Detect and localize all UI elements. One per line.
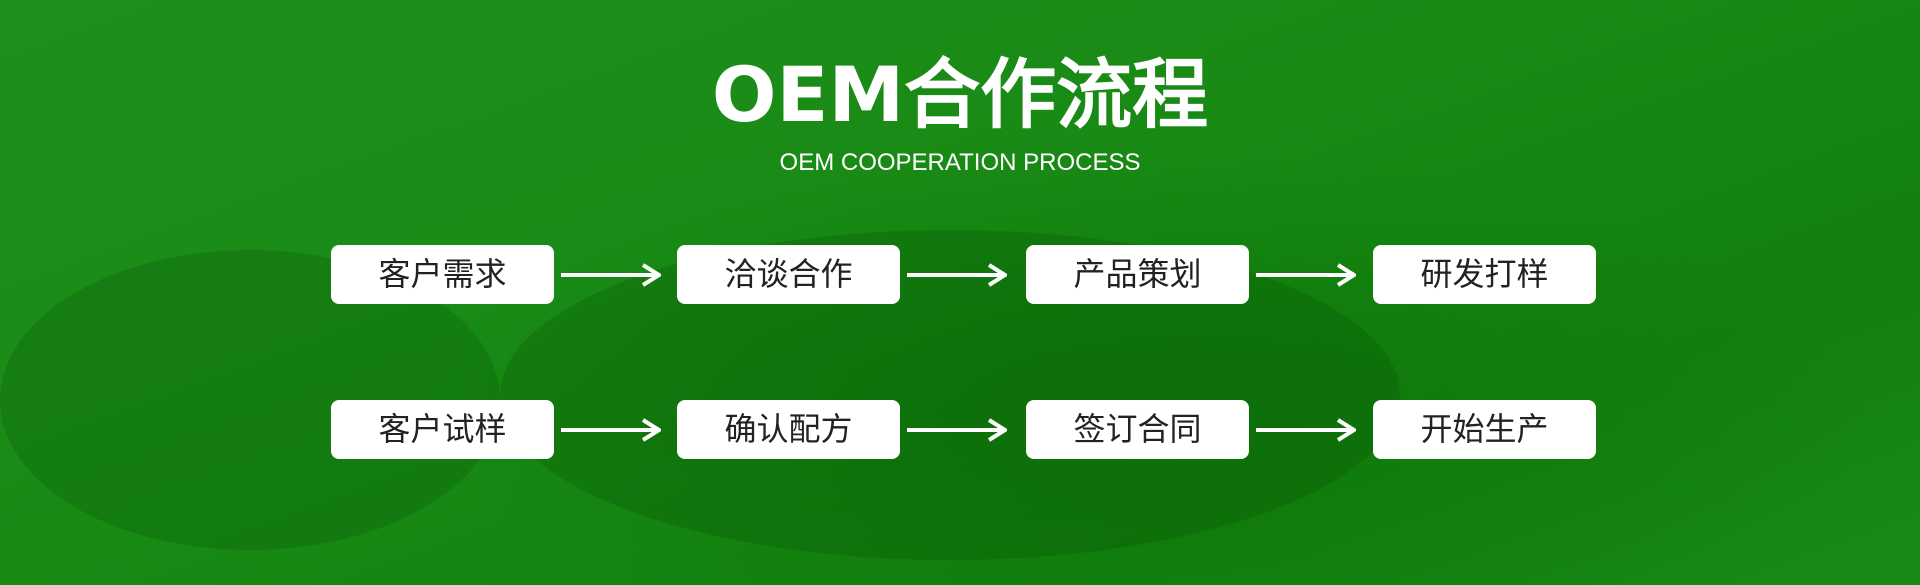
arrow-right-icon xyxy=(561,418,661,442)
process-step: 研发打样 xyxy=(1373,245,1596,304)
process-step: 客户试样 xyxy=(331,400,554,459)
arrow-right-icon xyxy=(561,263,661,287)
page-title: OEM合作流程 xyxy=(711,50,1209,139)
process-step: 洽谈合作 xyxy=(677,245,900,304)
page-subtitle: OEM COOPERATION PROCESS xyxy=(779,149,1141,176)
process-step: 签订合同 xyxy=(1026,400,1249,459)
process-step: 确认配方 xyxy=(677,400,900,459)
arrow-right-icon xyxy=(907,263,1007,287)
arrow-right-icon xyxy=(907,418,1007,442)
arrow-right-icon xyxy=(1256,418,1356,442)
process-step: 客户需求 xyxy=(331,245,554,304)
process-step: 开始生产 xyxy=(1373,400,1596,459)
background-handshake-shape xyxy=(500,230,1400,560)
arrow-right-icon xyxy=(1256,263,1356,287)
process-step: 产品策划 xyxy=(1026,245,1249,304)
